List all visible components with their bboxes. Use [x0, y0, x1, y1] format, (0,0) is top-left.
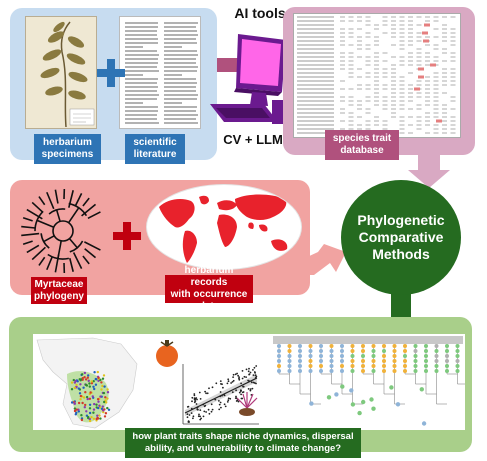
cv-llm-title: CV + LLM: [223, 132, 283, 147]
computer-icon: [210, 34, 286, 124]
herbarium-records-label: herbarium records with occurrence data: [165, 265, 253, 312]
research-question-label: how plant traits shape niche dynamics, d…: [125, 428, 361, 458]
phylogeny-traits-image: [273, 336, 465, 426]
results-figures: [33, 334, 465, 430]
flower-icon: [236, 392, 258, 416]
herbarium-specimen-image: [25, 16, 97, 129]
myrtaceae-phylogeny-label: Myrtaceae phylogeny: [31, 277, 87, 304]
species-trait-table-image: [293, 13, 461, 138]
ai-tools-title: AI tools: [234, 5, 286, 21]
plus-icon: [113, 222, 141, 250]
scientific-literature-label: scientific literature: [125, 134, 185, 164]
world-map-image: [146, 184, 302, 270]
arrow-database-to-pcm: [408, 152, 450, 188]
scatter-plot-image: [182, 364, 259, 425]
arrow-records-to-pcm: [305, 244, 346, 275]
phylogenetic-comparative-methods: Phylogenetic Comparative Methods: [341, 180, 461, 295]
pomegranate-icon: [156, 340, 178, 367]
phylogeny-tree-icon: [21, 188, 101, 274]
scientific-literature-image: [119, 16, 201, 129]
occurrence-map-image: [36, 337, 138, 429]
plus-icon: [97, 59, 125, 87]
species-trait-database-label: species trait database: [325, 130, 399, 160]
herbarium-specimens-label: herbarium specimens: [34, 134, 101, 164]
